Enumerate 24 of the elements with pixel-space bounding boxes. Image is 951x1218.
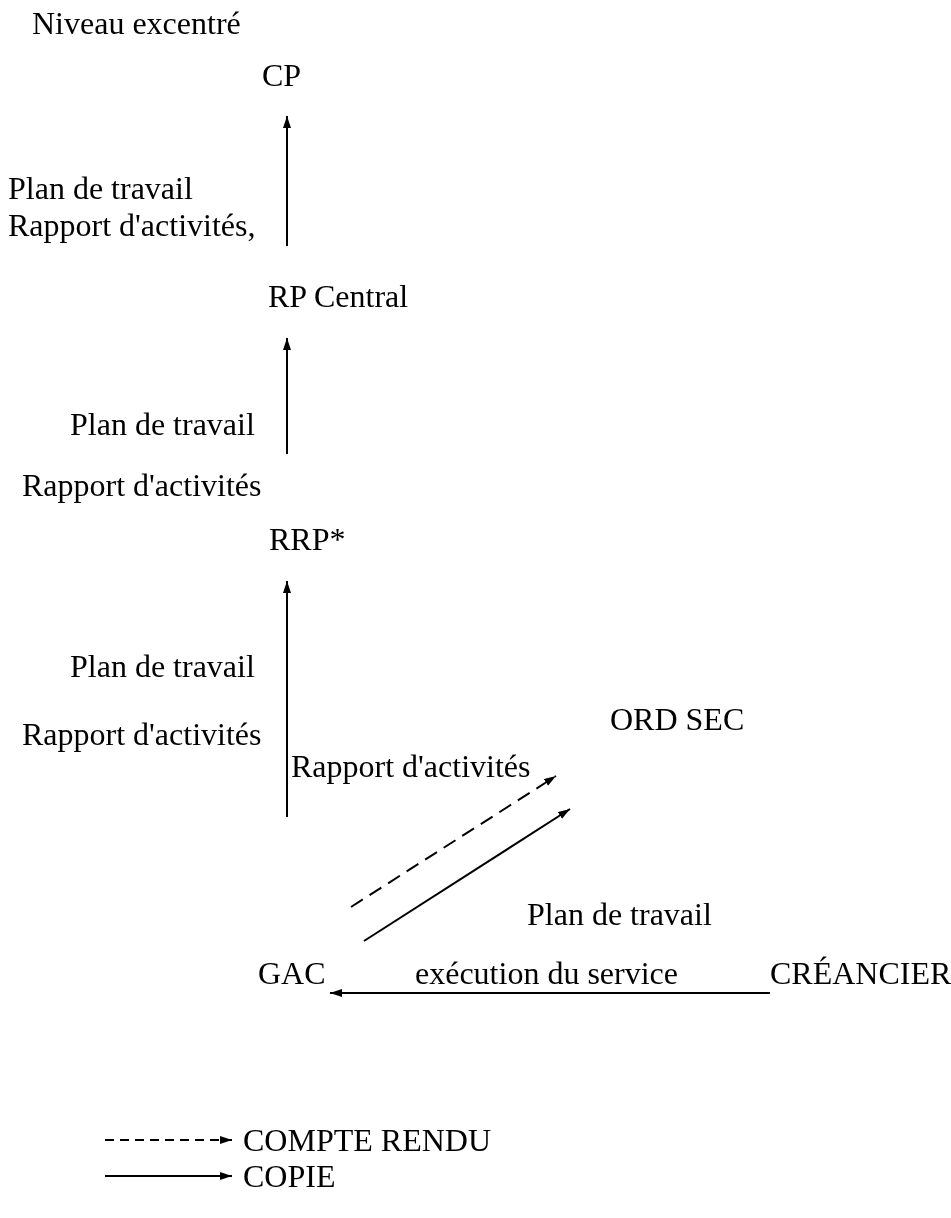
edge-label: Plan de travail: [527, 896, 712, 932]
node-label: ORD SEC: [610, 701, 745, 737]
legend-text: COMPTE RENDU: [243, 1122, 491, 1158]
text-label: Rapport d'activités: [22, 467, 262, 503]
node-label: RP Central: [268, 278, 409, 314]
arrow: [283, 337, 291, 455]
node-label: CP: [262, 57, 302, 93]
arrow: [329, 989, 771, 997]
node-label: GAC: [258, 955, 326, 991]
text-label: Plan de travail: [70, 406, 255, 442]
node-label: CRÉANCIER: [770, 955, 951, 991]
arrow: [283, 115, 291, 247]
arrow: [283, 580, 291, 818]
text-label: Niveau excentré: [32, 5, 241, 41]
edge-label: exécution du service: [415, 955, 678, 991]
arrow: [363, 808, 571, 942]
text-label: Plan de travail: [70, 648, 255, 684]
arrow: [350, 775, 557, 908]
legend-text: COPIE: [243, 1158, 336, 1194]
node-label: RRP*: [269, 521, 346, 557]
text-label: Rapport d'activités,: [8, 207, 256, 243]
edge-label: Rapport d'activités: [291, 748, 531, 784]
text-label: Plan de travail: [8, 170, 193, 206]
text-label: Rapport d'activités: [22, 716, 262, 752]
